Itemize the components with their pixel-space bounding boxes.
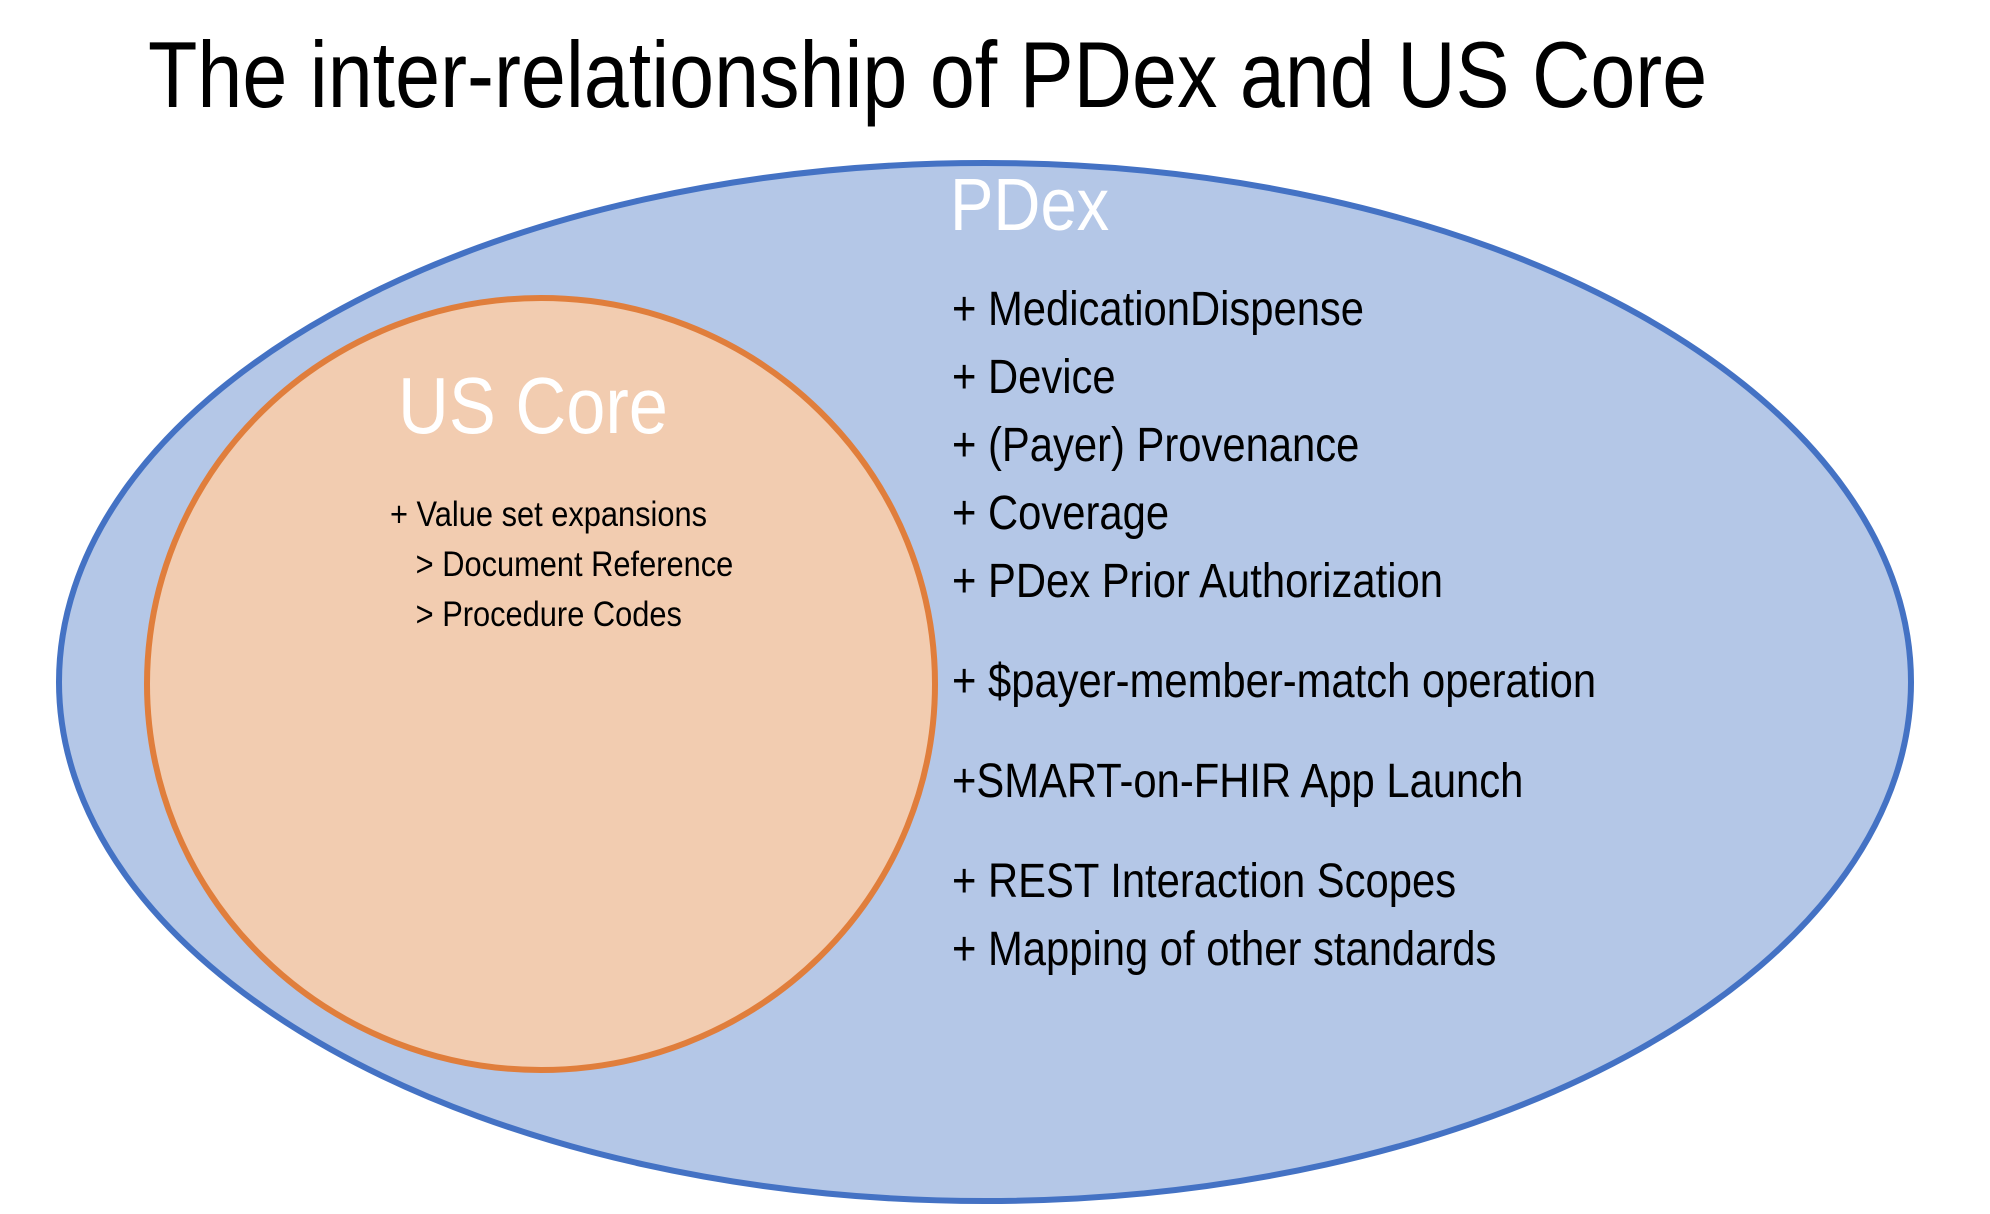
pdex-item: + MedicationDispense xyxy=(952,283,1365,336)
us-core-item: > Procedure Codes xyxy=(390,595,682,634)
pdex-set-label: PDex xyxy=(950,163,1110,246)
pdex-item: + $payer-member-match operation xyxy=(952,655,1597,708)
pdex-item: + Device xyxy=(952,351,1116,404)
us-core-set-label: US Core xyxy=(398,361,668,450)
pdex-item: + REST Interaction Scopes xyxy=(952,855,1457,908)
us-core-item: + Value set expansions xyxy=(390,495,708,534)
pdex-item: + PDex Prior Authorization xyxy=(952,555,1443,608)
pdex-item: + Coverage xyxy=(952,487,1170,540)
pdex-item: + Mapping of other standards xyxy=(952,923,1497,976)
us-core-additions-list: + Value set expansions > Document Refere… xyxy=(390,490,733,640)
pdex-item: + (Payer) Provenance xyxy=(952,419,1360,472)
us-core-item: > Document Reference xyxy=(390,545,734,584)
pdex-item: +SMART-on-FHIR App Launch xyxy=(952,755,1524,808)
diagram-title: The inter-relationship of PDex and US Co… xyxy=(148,22,1708,127)
us-core-set-circle xyxy=(144,295,938,1073)
